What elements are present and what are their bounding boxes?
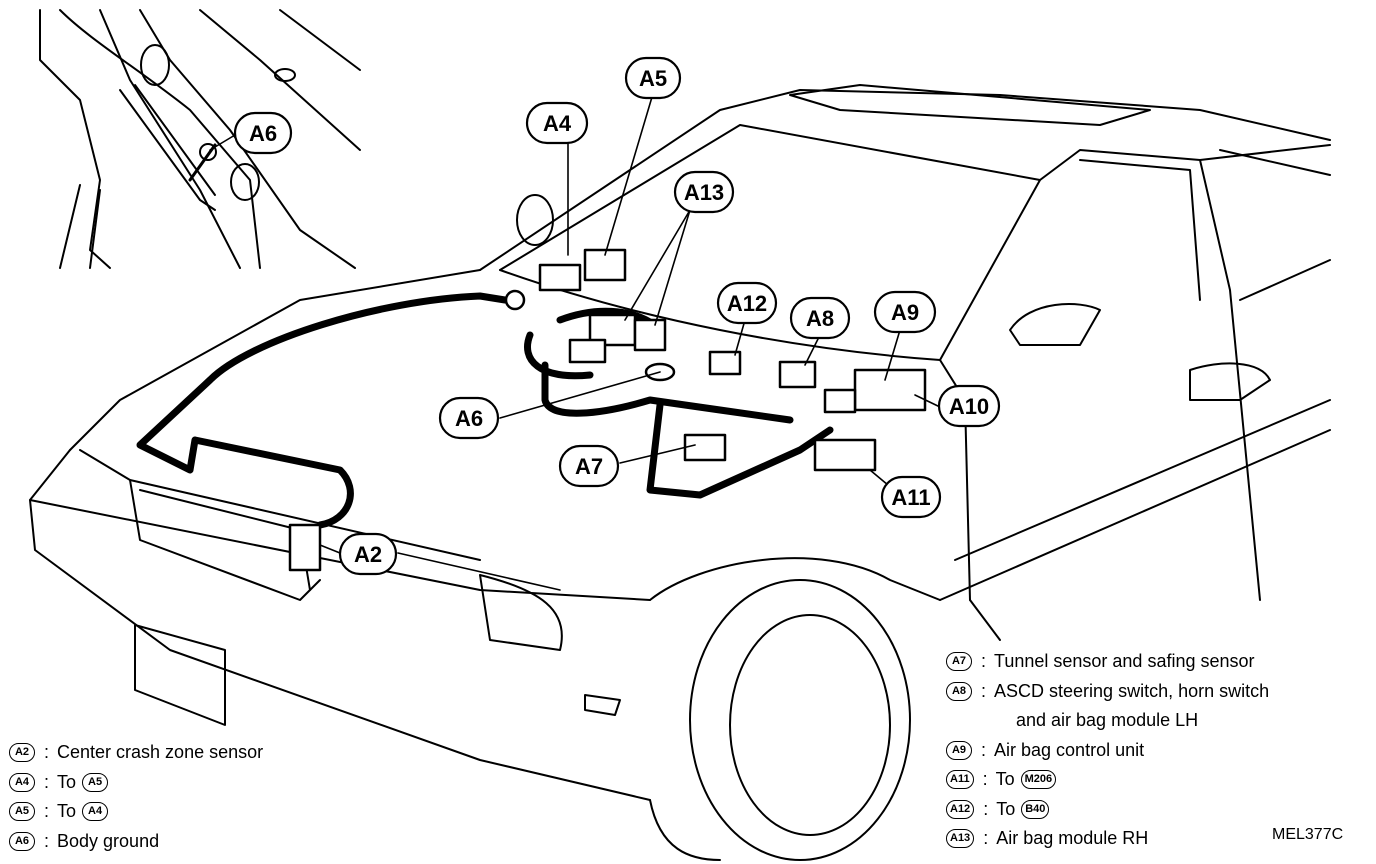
ref-badge: A4: [82, 802, 109, 822]
legend-right: A7 : Tunnel sensor and safing sensor A8 …: [946, 647, 1269, 854]
legend-item-a7: A7 : Tunnel sensor and safing sensor: [946, 647, 1269, 677]
svg-text:A6: A6: [249, 121, 277, 146]
callout-a6: A6: [438, 396, 500, 440]
code-badge: A12: [946, 799, 975, 819]
svg-text:A10: A10: [949, 394, 989, 419]
code-badge: A11: [946, 770, 974, 790]
svg-text:A2: A2: [354, 542, 382, 567]
callout-a2: A2: [338, 532, 398, 576]
legend-item-a9: A9 : Air bag control unit: [946, 736, 1269, 766]
legend-text: Air bag control unit: [994, 739, 1145, 760]
svg-text:A13: A13: [684, 180, 724, 205]
code-badge: A9: [946, 740, 972, 760]
figure-id: MEL377C: [1272, 826, 1344, 843]
callout-a13: A13: [673, 170, 735, 214]
legend-left: A2 : Center crash zone sensor A4 : To A5…: [9, 738, 263, 856]
code-badge: A8: [946, 681, 972, 701]
ref-badge: A5: [82, 772, 109, 792]
legend-item-a11: A11 : To M206: [946, 765, 1269, 795]
callout-a9: A9: [873, 290, 937, 334]
callout-a10: A10: [937, 384, 1001, 428]
ref-badge: M206: [1020, 770, 1057, 790]
legend-text: Air bag module RH: [996, 828, 1149, 848]
ref-badge: B40: [1021, 799, 1050, 819]
legend-item-a2: A2 : Center crash zone sensor: [9, 738, 263, 768]
legend-item-a8: A8 : ASCD steering switch, horn switch: [946, 677, 1269, 707]
legend-item-a8-cont: and air bag module LH: [946, 706, 1269, 736]
legend-item-a6: A6 : Body ground: [9, 827, 263, 857]
callout-a8: A8: [789, 296, 851, 340]
legend-item-a12: A12 : To B40: [946, 795, 1269, 825]
legend-text: To: [57, 801, 77, 821]
leader-lines: [209, 96, 941, 591]
legend-text: Body ground: [57, 830, 160, 851]
legend-item-a13: A13 : Air bag module RH: [946, 824, 1269, 854]
legend-text: To: [996, 798, 1016, 819]
legend-text: Center crash zone sensor: [57, 742, 264, 762]
callout-a6-inset: A6: [233, 111, 293, 155]
code-badge: A6: [9, 831, 35, 851]
legend-text: ASCD steering switch, horn switch: [994, 680, 1270, 701]
callout-a4: A4: [525, 101, 589, 145]
svg-text:A4: A4: [543, 111, 572, 136]
code-badge: A13: [946, 829, 975, 849]
svg-text:A8: A8: [806, 306, 834, 331]
legend-item-a4: A4 : To A5: [9, 768, 263, 798]
legend-item-a5: A5 : To A4: [9, 797, 263, 827]
callout-a11: A11: [880, 475, 942, 519]
code-badge: A2: [9, 743, 35, 763]
code-badge: A7: [946, 652, 972, 672]
legend-text: Tunnel sensor and safing sensor: [994, 651, 1255, 671]
svg-text:A6: A6: [455, 406, 483, 431]
legend-text: To: [57, 771, 77, 792]
callout-a12: A12: [716, 281, 778, 325]
svg-text:A12: A12: [727, 291, 767, 316]
svg-text:A9: A9: [891, 300, 919, 325]
connectors: [288, 248, 927, 572]
svg-text:A5: A5: [639, 66, 667, 91]
callout-a7: A7: [558, 444, 620, 488]
legend-text: To: [995, 769, 1015, 789]
legend-text: and air bag module LH: [1016, 710, 1199, 730]
code-badge: A4: [9, 772, 35, 792]
code-badge: A5: [9, 802, 35, 822]
svg-text:A11: A11: [891, 485, 930, 510]
inset-detail: [39, 9, 361, 269]
callout-a5: A5: [624, 56, 682, 100]
svg-text:A7: A7: [575, 454, 603, 479]
